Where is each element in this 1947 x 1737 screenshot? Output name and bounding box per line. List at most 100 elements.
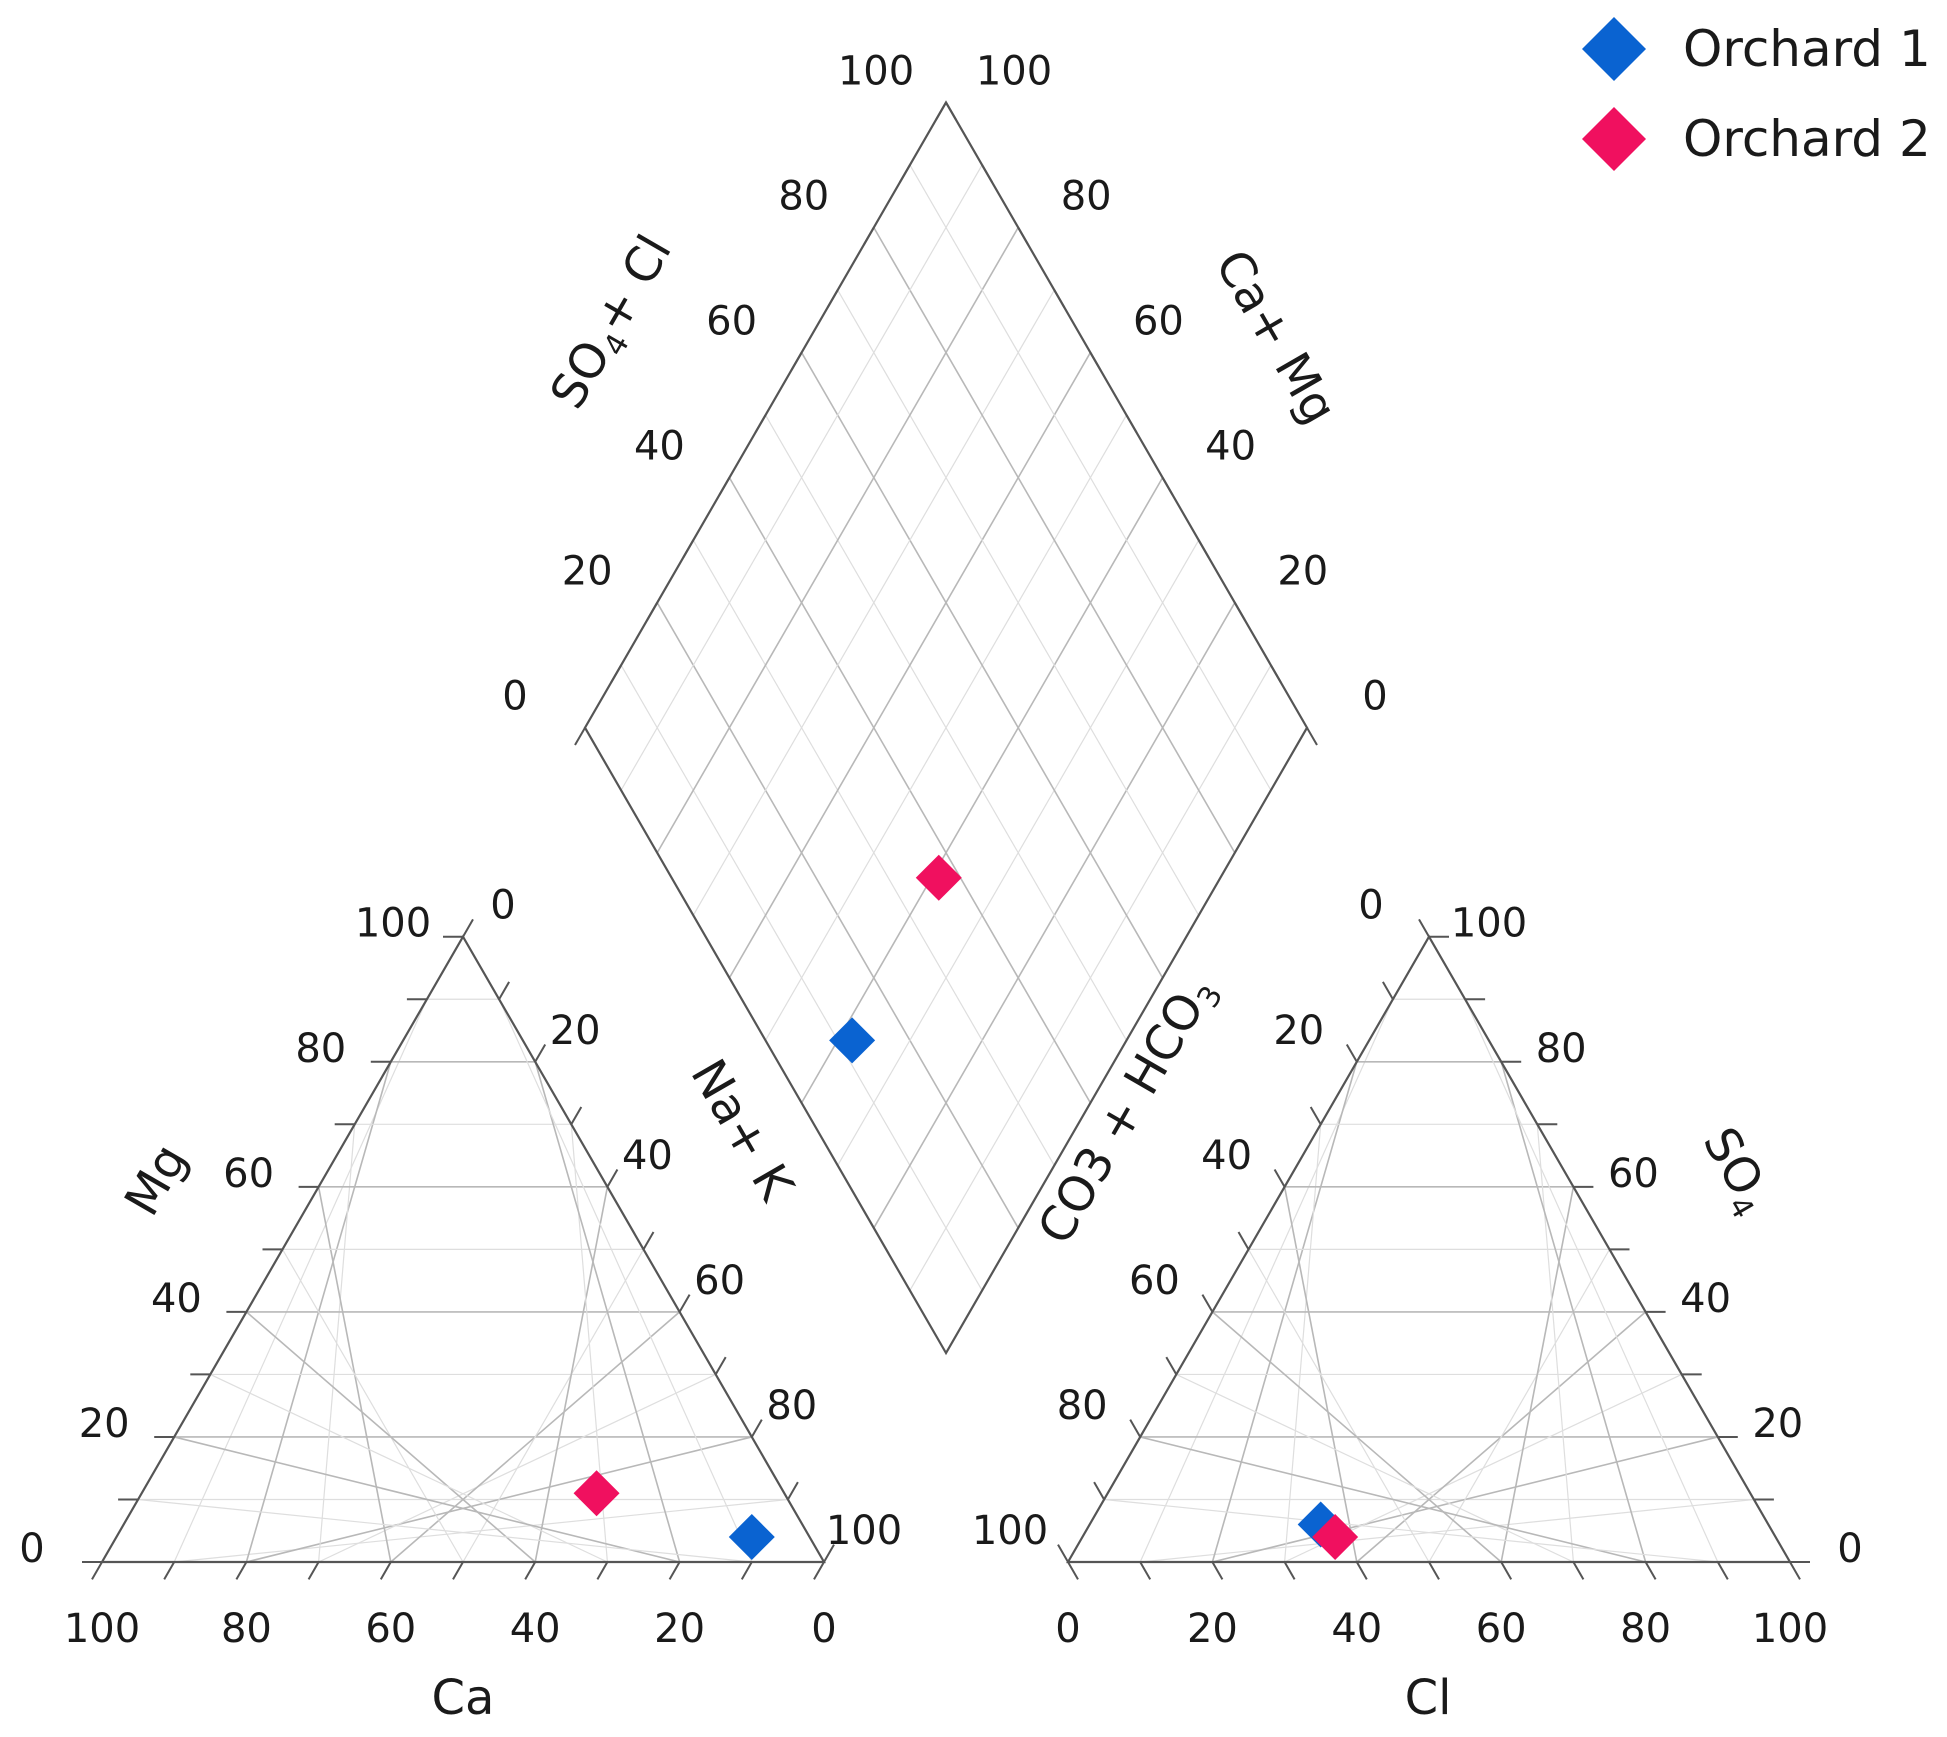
anion-bottom-tick-label-2: 40 (1331, 1606, 1382, 1652)
anion-left-tick-10 (1418, 918, 1430, 938)
cation-right-tick-label-2: 40 (622, 1133, 673, 1179)
cation-right-tick-4 (606, 1169, 619, 1188)
cation-bottom-tick-label-4: 20 (654, 1606, 705, 1652)
cation-bottom-tick-label-1: 80 (221, 1606, 272, 1652)
cation-point-orchard-2 (573, 1470, 620, 1517)
diamond-left-tick-5 (754, 414, 767, 433)
anion-grid-a-8 (1140, 1436, 1646, 1563)
cation-right-tick-8 (750, 1419, 763, 1438)
anion-left-tick-label-4: 20 (1273, 1008, 1324, 1054)
cation-grid-a-5 (281, 1249, 464, 1563)
cation-left-tick-label-4: 80 (295, 1026, 346, 1072)
cation-grid-b-9 (498, 999, 753, 1563)
anion-bottom-tick-label-3: 60 (1476, 1606, 1527, 1652)
cation-grid-a-6 (245, 1311, 536, 1563)
cation-grid-a-8 (174, 1436, 680, 1563)
diamond-right-tick-8 (1017, 227, 1030, 246)
diamond-left-tick-3 (682, 539, 695, 558)
anion-right-tick-label-1: 20 (1752, 1401, 1803, 1447)
cation-right-tick-1 (498, 981, 510, 1000)
cation-grid-a-7 (210, 1373, 608, 1563)
anion-left-tick-0 (1057, 1544, 1069, 1563)
anion-left-tick-label-3: 40 (1201, 1133, 1252, 1179)
anion-left-tick-label-2: 60 (1129, 1258, 1180, 1304)
diamond-grid-b-9 (909, 164, 1272, 791)
diamond-right-title: Ca+ Mg (1204, 241, 1348, 434)
cation-left-tick-label-1: 20 (79, 1401, 130, 1447)
cation-bottom-tick-0 (91, 1561, 103, 1580)
diamond-left-tick-10 (935, 101, 947, 121)
anion-grid-b-7 (1536, 1124, 1574, 1563)
anion-left-tick-3 (1165, 1356, 1178, 1375)
cation-left-tick-label-0: 0 (19, 1526, 44, 1572)
diamond-left-tick-2 (646, 602, 659, 621)
diamond-left-tick-label-4: 80 (778, 174, 829, 220)
diamond-right-tick-2 (1233, 602, 1246, 621)
cation-bottom-tick-label-2: 60 (365, 1606, 416, 1652)
diamond-right-tick-5 (1125, 414, 1138, 433)
diamond-right-tick-3 (1197, 539, 1210, 558)
diamond-right-tick-7 (1053, 289, 1066, 308)
legend: Orchard 1 Orchard 2 (1582, 17, 1931, 171)
cation-bottom-tick-9 (740, 1561, 753, 1580)
diamond-grid-b-7 (837, 289, 1200, 916)
diamond-left-tick-7 (826, 289, 839, 308)
anion-grid-a-7 (1176, 1373, 1574, 1563)
cation-bottom-tick-8 (668, 1561, 681, 1580)
diamond-left-tick-label-1: 20 (562, 549, 613, 595)
diamond-right-tick-label-4: 80 (1061, 174, 1112, 220)
diamond-right-title-part2: + Mg (1236, 295, 1348, 433)
diamond-grid-a-6 (728, 352, 1092, 979)
diamond-right-tick-0 (1306, 727, 1318, 746)
diamond-left-tick-label-3: 60 (706, 299, 757, 345)
cation-right-tick-9 (787, 1481, 799, 1500)
anion-right-title: SO4 (1687, 1118, 1784, 1225)
diamond-left-title-rest: + Cl (583, 226, 683, 343)
anion-bottom-tick-label-5: 100 (1752, 1606, 1828, 1652)
anion-grid-a-6 (1211, 1311, 1502, 1563)
anion-right-tick-label-4: 80 (1536, 1026, 1587, 1072)
cation-bottom-tick-10 (813, 1561, 825, 1580)
cation-right-tick-0 (462, 918, 474, 938)
cation-bottom-tick-5 (452, 1561, 464, 1580)
cation-right-tick-10 (823, 1544, 835, 1563)
anion-left-tick-6 (1273, 1169, 1286, 1188)
legend-item-orchard-2: Orchard 2 (1582, 107, 1931, 171)
anion-bottom-title: Cl (1405, 1670, 1452, 1726)
cation-grid-b-8 (534, 1061, 681, 1563)
point-layer (573, 854, 1359, 1560)
axis-layer (100, 100, 1792, 1564)
diamond-left-tick-0 (574, 727, 586, 746)
anion-bottom-tick-5 (1428, 1561, 1440, 1580)
grid-layer (138, 164, 1754, 1563)
anion-left-tick-5 (1237, 1231, 1250, 1250)
diamond-grid-a-8 (656, 227, 1019, 854)
anion-right-tick-label-3: 60 (1608, 1151, 1659, 1197)
cation-bottom-tick-label-5: 0 (811, 1606, 836, 1652)
cation-right-tick-label-1: 20 (550, 1008, 601, 1054)
anion-bottom-tick-label-0: 0 (1055, 1606, 1080, 1652)
diamond-left-tick-6 (790, 352, 803, 371)
diamond-grid-a-9 (620, 164, 983, 791)
anion-left-title-main: CO3 + HCO (1027, 983, 1215, 1253)
diamond-right-tick-9 (981, 164, 993, 183)
diamond-right-tick-label-0: 0 (1362, 674, 1387, 720)
anion-left-tick-4 (1201, 1294, 1214, 1313)
legend-label-orchard-1: Orchard 1 (1683, 20, 1931, 78)
anion-bottom-tick-0 (1067, 1561, 1079, 1580)
anion-right-tick-label-2: 40 (1680, 1276, 1731, 1322)
cation-bottom-tick-2 (235, 1561, 248, 1580)
anion-grid-b-5 (1428, 1249, 1611, 1563)
tick-layer (82, 101, 1810, 1580)
cation-bottom-tick-label-3: 40 (510, 1606, 561, 1652)
diamond-right-tick-6 (1089, 352, 1102, 371)
cation-left-tick-label-2: 40 (151, 1276, 202, 1322)
cation-bottom-title: Ca (432, 1670, 495, 1726)
anion-left-tick-7 (1309, 1106, 1322, 1125)
cation-bottom-tick-6 (524, 1561, 537, 1580)
anion-bottom-tick-10 (1789, 1561, 1801, 1580)
anion-bottom-tick-8 (1644, 1561, 1657, 1580)
anion-bottom-tick-7 (1572, 1561, 1585, 1580)
cation-bottom-tick-label-0: 100 (64, 1606, 140, 1652)
